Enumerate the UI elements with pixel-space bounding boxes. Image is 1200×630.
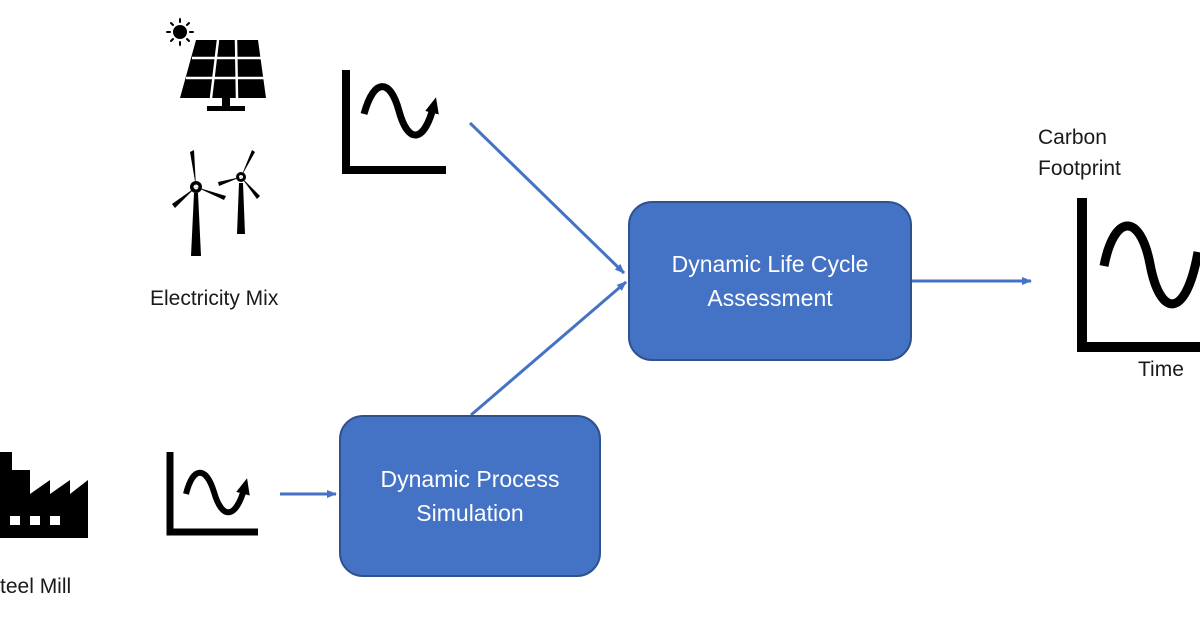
carbon-footprint-label-line1: Carbon: [1038, 126, 1107, 149]
time-series-icon: [166, 452, 258, 536]
dynamic-lca-box: Dynamic Life Cycle Assessment: [628, 201, 912, 361]
dynamic-process-simulation-box: Dynamic Process Simulation: [339, 415, 601, 577]
time-axis-label: Time: [1138, 358, 1184, 381]
dynamic-lca-line1: Dynamic Life Cycle: [671, 251, 869, 277]
sun-icon: [166, 18, 194, 46]
wind-turbine-icon: [218, 150, 260, 234]
carbon-footprint-label: Carbon Footprint: [1038, 122, 1121, 184]
carbon-footprint-chart-icon: [1077, 198, 1200, 352]
dynamic-process-simulation-line1: Dynamic Process: [380, 466, 560, 492]
arrow-electricity-to-dlca: [468, 121, 626, 275]
time-series-icon: [342, 70, 446, 174]
dynamic-process-simulation-line2: Simulation: [416, 500, 524, 526]
wind-turbine-icon: [172, 150, 226, 256]
dynamic-lca-line2: Assessment: [707, 285, 833, 311]
carbon-footprint-label-line2: Footprint: [1038, 157, 1121, 180]
factory-icon: [0, 452, 88, 538]
arrow-dps-to-dlca: [470, 280, 627, 417]
steel-mill-label: teel Mill: [0, 575, 72, 598]
solar-panel-icon: [180, 39, 266, 111]
electricity-mix-label: Electricity Mix: [150, 287, 279, 310]
